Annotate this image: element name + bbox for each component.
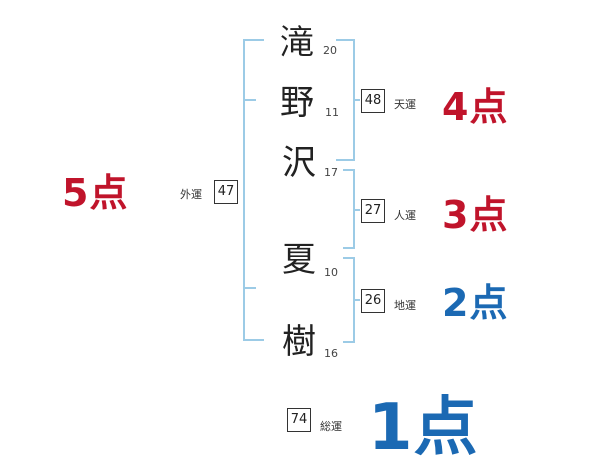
gaikaku-score: 5点 — [62, 171, 129, 215]
gaikaku-label: 外運 — [180, 188, 202, 201]
name-char-5: 樹 — [282, 322, 316, 362]
stroke-count-1: 20 — [323, 44, 337, 57]
tenkaku-value: 48 — [361, 89, 385, 113]
soukaku-score: 1点 — [368, 391, 479, 465]
tenkaku-bracket — [336, 39, 355, 161]
outer-bracket — [243, 39, 264, 341]
chikaku-bracket — [343, 257, 355, 343]
chikaku-score: 2点 — [442, 281, 509, 325]
stroke-count-3: 17 — [324, 166, 338, 179]
chikaku-value: 26 — [361, 289, 385, 313]
name-char-3: 沢 — [282, 143, 316, 183]
jinkaku-score: 3点 — [442, 193, 509, 237]
chikaku-label: 地運 — [394, 299, 416, 312]
soukaku-value: 74 — [287, 408, 311, 432]
stroke-count-5: 16 — [324, 347, 338, 360]
name-char-4: 夏 — [282, 240, 316, 280]
stroke-count-2: 11 — [325, 106, 339, 119]
stroke-count-4: 10 — [324, 266, 338, 279]
jinkaku-bracket — [343, 169, 355, 249]
tenkaku-score: 4点 — [442, 85, 509, 129]
name-char-1: 滝 — [280, 23, 314, 63]
name-char-2: 野 — [280, 83, 314, 123]
jinkaku-value: 27 — [361, 199, 385, 223]
gaikaku-value: 47 — [214, 180, 238, 204]
soukaku-label: 総運 — [320, 420, 342, 433]
tenkaku-label: 天運 — [394, 98, 416, 111]
jinkaku-label: 人運 — [394, 209, 416, 222]
